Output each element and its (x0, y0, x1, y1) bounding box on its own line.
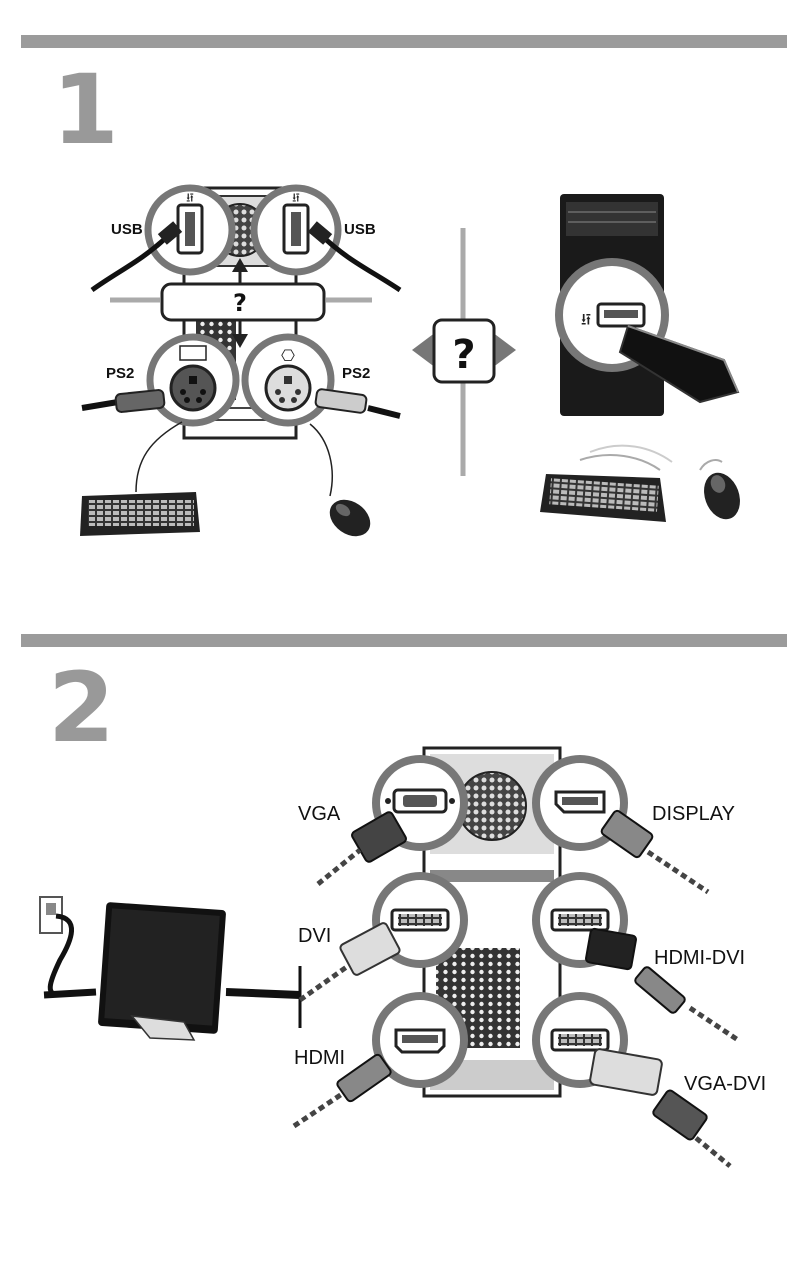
mouse-icon: ⎔ (281, 348, 295, 365)
section-1-bar (21, 35, 787, 48)
hdmi-dvi-port-circle (532, 872, 628, 968)
usb-cable-left (90, 234, 170, 293)
display-label: DISPLAY (652, 803, 735, 825)
usb-icon: ⭿ (186, 191, 194, 205)
usb-port-circle-left: ⭿ (144, 184, 236, 276)
mouse-cord (309, 423, 333, 497)
dvi-plug (339, 922, 401, 976)
vga-dvi-cable (694, 1136, 732, 1168)
usb-label-right: USB (344, 221, 376, 238)
vga-dvi-label: VGA-DVI (684, 1073, 766, 1095)
monitor (98, 902, 226, 1041)
wired-keyboard (80, 492, 200, 536)
hdmi-label: HDMI (294, 1047, 345, 1069)
wired-mouse (329, 499, 371, 537)
section-2-bar (21, 634, 787, 647)
vga-plug (351, 811, 407, 863)
center-question-box: ? (412, 318, 516, 384)
keyboard-cord (135, 421, 183, 493)
hdmi-dvi-adapter (585, 927, 637, 971)
question-mark-center: ? (452, 332, 475, 378)
hdmi-port-circle (372, 992, 468, 1088)
ps2-port-circle-mouse: ⎔ (241, 333, 335, 427)
usb-or-ps2-question-box: ? (160, 258, 326, 348)
ps2-cable-right (367, 405, 401, 419)
usb-icon: ⭿ (581, 312, 591, 329)
ps2-plug-right (314, 388, 368, 414)
hdmi-dvi-label: HDMI-DVI (654, 947, 745, 969)
dvi-label: DVI (298, 925, 331, 947)
displayport-plug (600, 809, 654, 859)
wireless-signal-keyboard (579, 454, 661, 471)
usb-icon: ⭿ (292, 191, 300, 205)
vga-dvi-adapter (589, 1048, 663, 1096)
vga-plug-adapter (652, 1089, 708, 1141)
video-cable-coil (225, 988, 301, 999)
ps2-cable-left (81, 399, 119, 411)
usb-cable-right (320, 234, 402, 293)
ps2-port-circle-keyboard (146, 333, 240, 427)
keyboard-icon (179, 345, 207, 361)
step-1-number: 1 (52, 54, 119, 166)
hdmi-plug (336, 1053, 392, 1103)
wireless-keyboard (540, 474, 666, 522)
usb-plug-right (307, 221, 333, 245)
ps2-label-left: PS2 (106, 365, 134, 382)
vga-cable (316, 848, 362, 886)
usb-label-left: USB (111, 221, 143, 238)
dvi-cable (298, 963, 350, 1003)
displayport-cable (646, 849, 710, 895)
power-cord-coil (43, 988, 97, 999)
ps2-label-right: PS2 (342, 365, 370, 382)
wireless-signal-mouse (699, 459, 723, 471)
vga-label: VGA (298, 803, 341, 825)
displayport-port-circle (532, 755, 628, 851)
dvi-port-circle (372, 872, 468, 968)
usb-port-circle-right: ⭿ (250, 184, 342, 276)
usb-plug-left (157, 221, 183, 245)
wireless-mouse (704, 472, 740, 520)
hdmi-plug-adapter (634, 966, 686, 1014)
hdmi-dvi-cable (688, 1005, 740, 1043)
hdmi-cable (292, 1091, 344, 1129)
step-2-number: 2 (48, 652, 115, 764)
question-mark-top: ? (233, 289, 247, 317)
wireless-receiver-dongle (618, 324, 740, 404)
ps2-plug-left (114, 389, 166, 413)
